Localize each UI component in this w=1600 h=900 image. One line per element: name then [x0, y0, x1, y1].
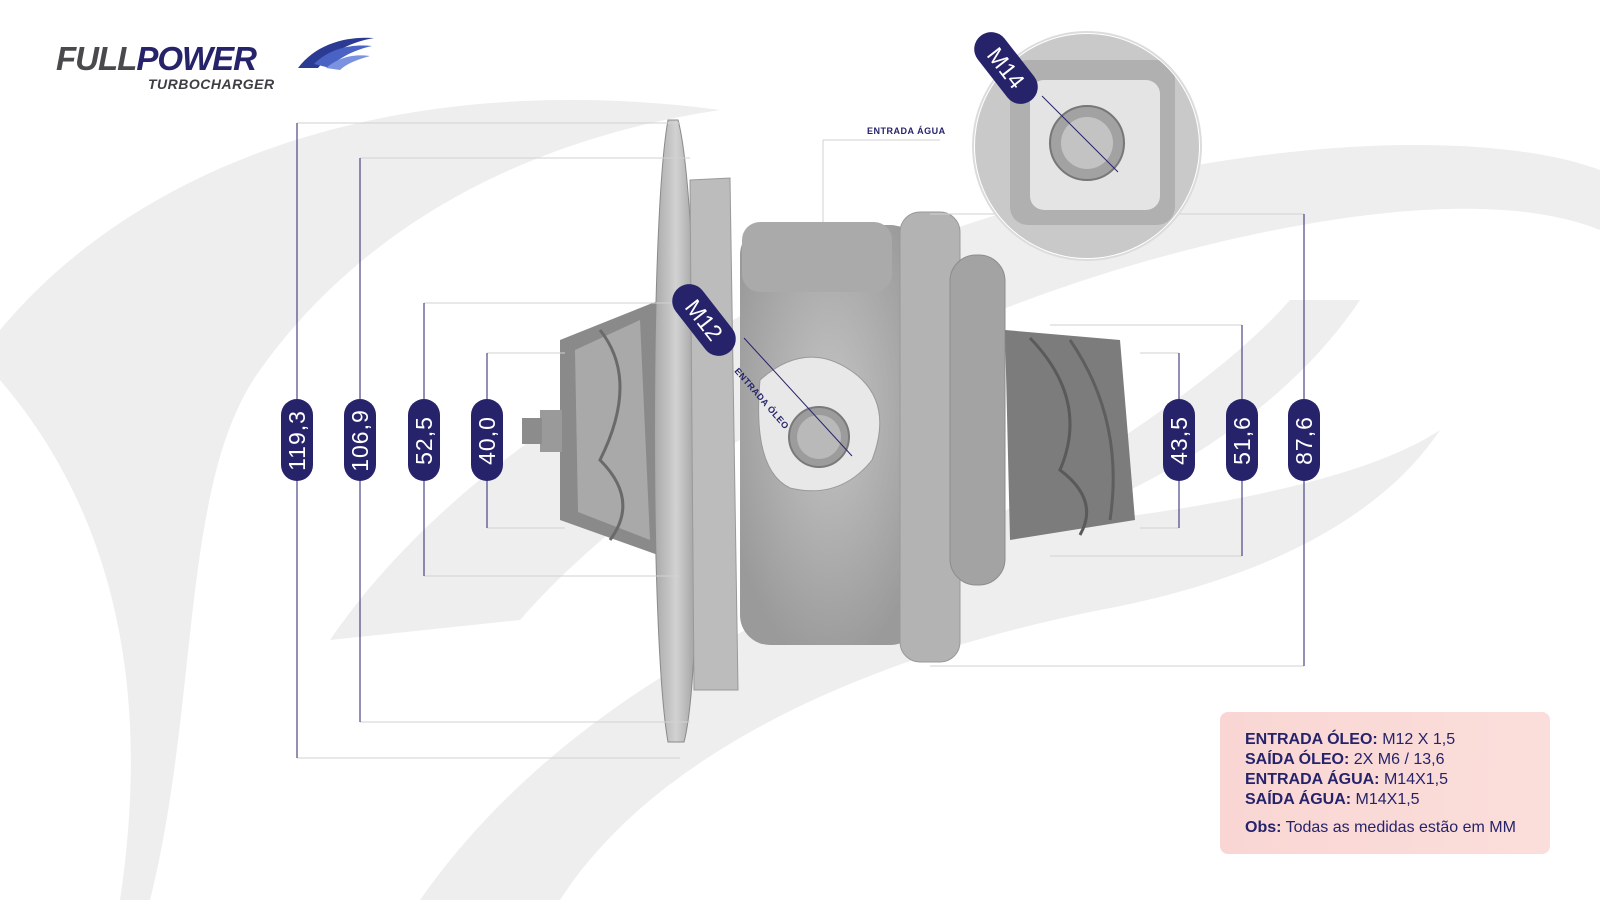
dimension-40-0: 40,0 — [471, 399, 503, 481]
water-inlet-label: ENTRADA ÁGUA — [867, 126, 946, 136]
brand-name: FULLPOWER — [56, 40, 257, 77]
turbine-wheel — [1005, 330, 1135, 540]
spec-water-inlet: ENTRADA ÁGUA: M14X1,5 — [1245, 771, 1449, 788]
background-swoosh — [0, 99, 1600, 900]
spec-water-outlet: SAÍDA ÁGUA: M14X1,5 — [1245, 791, 1420, 808]
brand-subtitle: TURBOCHARGER — [148, 76, 275, 92]
bearing-housing — [740, 211, 1006, 663]
dimension-43-5: 43,5 — [1163, 399, 1195, 481]
compressor-wheel — [522, 300, 672, 560]
dimension-106-9: 106,9 — [344, 399, 376, 481]
fullpower-logo: FULLPOWER TURBOCHARGER — [56, 34, 374, 94]
turbine-flange — [654, 119, 739, 743]
wing-icon — [298, 37, 374, 70]
spec-oil-outlet: SAÍDA ÓLEO: 2X M6 / 13,6 — [1245, 751, 1445, 768]
dimension-52-5: 52,5 — [408, 399, 440, 481]
spec-note: Obs: Todas as medidas estão em MM — [1245, 819, 1516, 836]
dimension-51-6: 51,6 — [1226, 399, 1258, 481]
dimension-87-6: 87,6 — [1288, 399, 1320, 481]
spec-oil-inlet: ENTRADA ÓLEO: M12 X 1,5 — [1245, 731, 1456, 748]
specs-panel: ENTRADA ÓLEO: M12 X 1,5 SAÍDA ÓLEO: 2X M… — [1220, 712, 1550, 854]
dimension-119-3: 119,3 — [281, 399, 313, 481]
dimension-guides-left — [297, 122, 690, 759]
